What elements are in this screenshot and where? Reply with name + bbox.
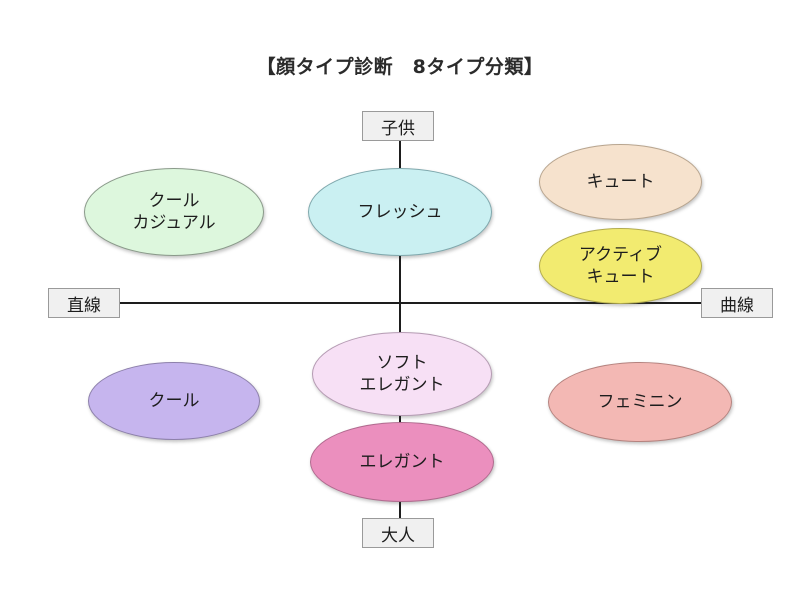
axis-label-curve: 曲線 <box>701 288 773 318</box>
node-label-line1: ソフト <box>376 352 428 373</box>
face-type-node-feminine[interactable]: フェミニン <box>548 362 732 442</box>
face-type-node-elegant[interactable]: エレガント <box>310 422 494 502</box>
node-label-line1: クール <box>148 190 200 211</box>
axis-label-straight: 直線 <box>48 288 120 318</box>
node-label-line1: フェミニン <box>597 391 683 412</box>
node-label-line1: キュート <box>586 171 655 192</box>
page-title: 【顔タイプ診断 8タイプ分類】 <box>256 56 544 78</box>
face-type-node-active-cute[interactable]: アクティブキュート <box>539 228 702 304</box>
horizontal-axis-line <box>118 302 703 304</box>
face-type-node-soft-elegant[interactable]: ソフトエレガント <box>312 332 492 416</box>
node-label-line1: フレッシュ <box>357 201 443 222</box>
face-type-node-cool-casual[interactable]: クールカジュアル <box>84 168 264 256</box>
face-type-node-fresh[interactable]: フレッシュ <box>308 168 492 256</box>
node-label-line2: キュート <box>586 267 655 287</box>
face-type-node-cool[interactable]: クール <box>88 362 260 440</box>
face-type-node-cute[interactable]: キュート <box>539 144 702 220</box>
axis-label-child: 子供 <box>362 111 434 141</box>
node-label-line1: アクティブ <box>578 244 663 265</box>
axis-label-adult: 大人 <box>362 518 434 548</box>
node-label-line2: カジュアル <box>132 213 216 233</box>
node-label-line1: エレガント <box>359 451 445 472</box>
node-label-line1: クール <box>148 390 200 411</box>
node-label-line2: エレガント <box>359 375 445 395</box>
